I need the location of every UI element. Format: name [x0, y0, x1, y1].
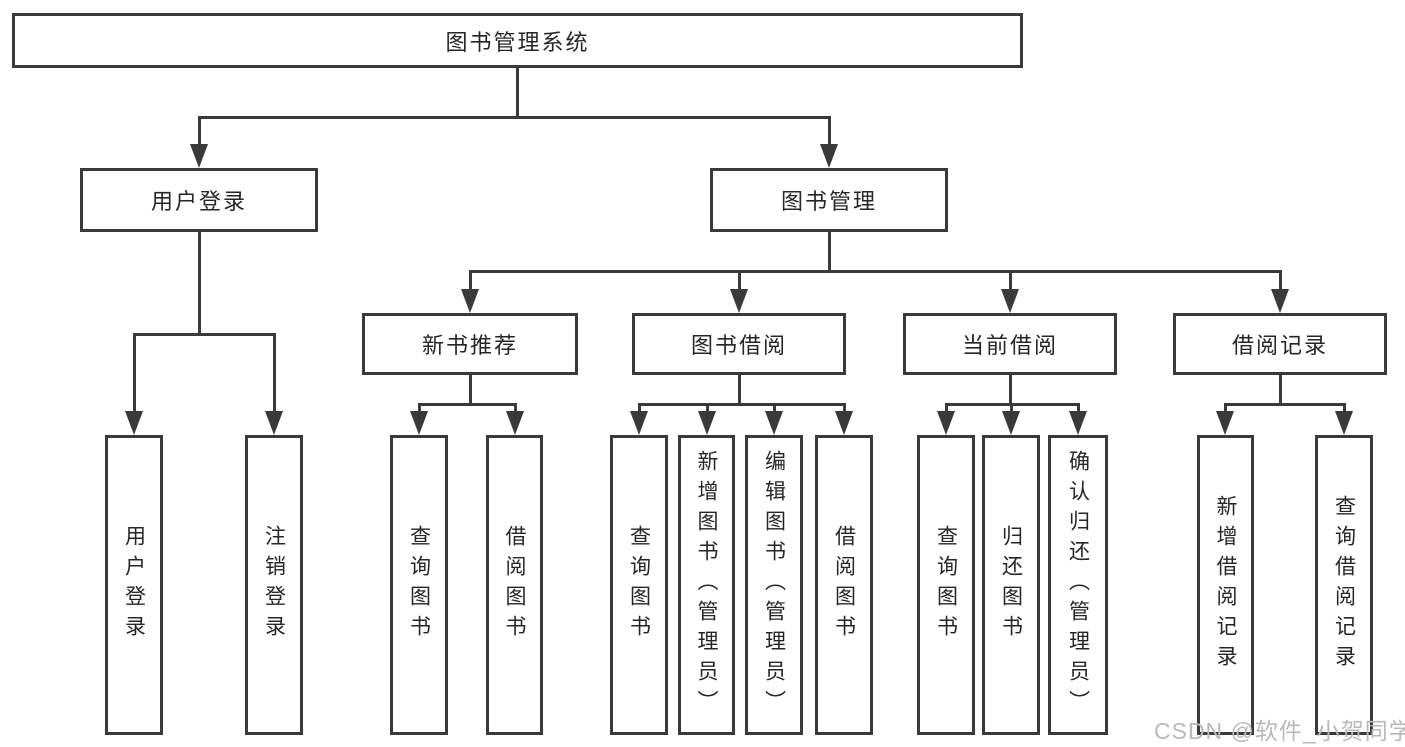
- leaf-borrow-books: 借阅图书: [815, 435, 873, 735]
- connector-drop-leaf-login: [133, 333, 136, 415]
- arrow-down-icon: [937, 411, 955, 435]
- connector-leaf-drop: [1010, 403, 1013, 415]
- connector-book-borrow-stem: [738, 375, 741, 405]
- arrow-down-icon: [730, 289, 748, 313]
- connector-leaf-drop: [418, 403, 421, 415]
- arrow-down-icon: [1069, 411, 1087, 435]
- arrow-down-icon: [1001, 289, 1019, 313]
- connector-new-book-stem: [469, 375, 472, 405]
- connector-drop-user-login: [198, 116, 201, 148]
- node-book-management: 图书管理: [710, 168, 948, 232]
- arrow-down-icon: [1002, 411, 1020, 435]
- leaf-add-borrow-record: 新增借阅记录: [1197, 435, 1254, 735]
- connector-book-management-stem: [828, 232, 831, 272]
- arrow-down-icon: [1335, 411, 1353, 435]
- connector-level1-bar: [198, 116, 831, 119]
- connector-leaf-drop: [773, 403, 776, 415]
- connector-borrow-records-bar: [1224, 403, 1346, 406]
- connector-drop-leaf-logout: [273, 333, 276, 415]
- arrow-down-icon: [835, 411, 853, 435]
- node-root: 图书管理系统: [12, 13, 1023, 68]
- arrow-down-icon: [506, 411, 524, 435]
- connector-drop-new-book: [469, 270, 472, 293]
- node-new-book-recommend: 新书推荐: [362, 313, 578, 375]
- arrow-down-icon: [410, 411, 428, 435]
- arrow-down-icon: [1271, 289, 1289, 313]
- connector-leaf-drop: [1224, 403, 1227, 415]
- connector-leaf-drop: [1077, 403, 1080, 415]
- connector-book-borrow-bar: [638, 403, 846, 406]
- connector-level3-bar: [469, 270, 1282, 273]
- arrow-down-icon: [765, 411, 783, 435]
- connector-drop-book-management: [828, 116, 831, 148]
- arrow-down-icon: [698, 411, 716, 435]
- leaf-query-borrow-record: 查询借阅记录: [1315, 435, 1373, 735]
- connector-borrow-records-stem: [1279, 375, 1282, 405]
- leaf-edit-books-admin: 编辑图书（管理员）: [745, 435, 803, 735]
- connector-current-borrow-stem: [1009, 375, 1012, 405]
- node-borrow-records: 借阅记录: [1173, 313, 1387, 375]
- connector-leaf-drop: [638, 403, 641, 415]
- connector-root-stem: [516, 68, 519, 118]
- leaf-confirm-return-admin: 确认归还（管理员）: [1048, 435, 1108, 735]
- leaf-user-login: 用户登录: [105, 435, 163, 735]
- connector-new-book-bar: [418, 403, 517, 406]
- connector-leaf-drop: [514, 403, 517, 415]
- leaf-add-books-admin: 新增图书（管理员）: [678, 435, 735, 735]
- leaf-logout: 注销登录: [245, 435, 303, 735]
- leaf-borrow-books-recommend: 借阅图书: [486, 435, 543, 735]
- leaf-query-books-recommend: 查询图书: [390, 435, 448, 735]
- arrow-down-icon: [125, 411, 143, 435]
- csdn-watermark: CSDN @软件_小贺同学: [1154, 718, 1405, 744]
- connector-leaf-drop: [706, 403, 709, 415]
- node-user-login: 用户登录: [80, 168, 318, 232]
- connector-drop-borrow-records: [1279, 270, 1282, 293]
- connector-leaf-drop: [945, 403, 948, 415]
- connector-leaf-drop: [843, 403, 846, 415]
- arrow-down-icon: [1216, 411, 1234, 435]
- connector-user-login-bar: [133, 333, 276, 336]
- arrow-down-icon: [190, 144, 208, 168]
- leaf-return-books: 归还图书: [982, 435, 1040, 735]
- leaf-query-books-borrow: 查询图书: [610, 435, 668, 735]
- leaf-query-books-current: 查询图书: [917, 435, 975, 735]
- connector-drop-current-borrow: [1009, 270, 1012, 293]
- arrow-down-icon: [461, 289, 479, 313]
- arrow-down-icon: [630, 411, 648, 435]
- connector-user-login-stem: [198, 232, 201, 335]
- node-book-borrow: 图书借阅: [632, 313, 846, 375]
- connector-leaf-drop: [1343, 403, 1346, 415]
- node-current-borrow: 当前借阅: [903, 313, 1117, 375]
- arrow-down-icon: [265, 411, 283, 435]
- connector-drop-book-borrow: [738, 270, 741, 293]
- arrow-down-icon: [820, 144, 838, 168]
